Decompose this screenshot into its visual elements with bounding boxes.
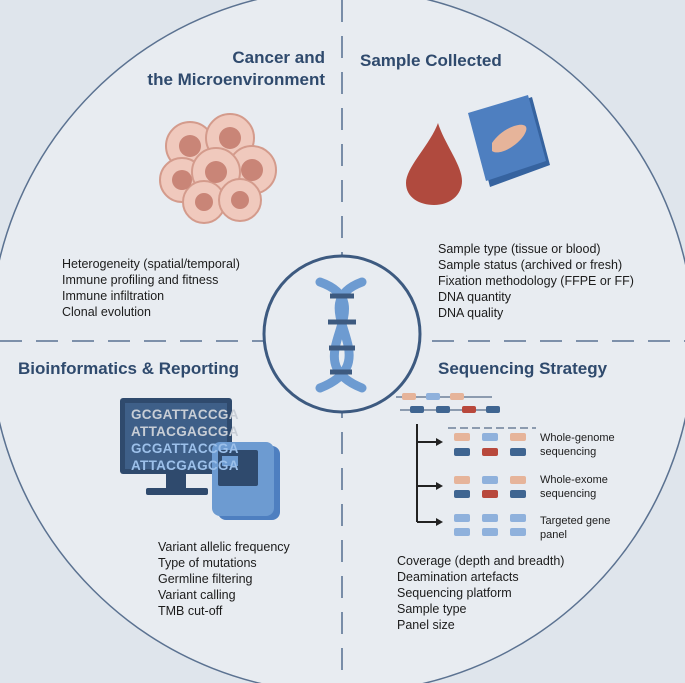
wgs-label-line2: sequencing [540,446,597,458]
list-item: Deamination artefacts [397,570,519,584]
list-item: Germline filtering [158,572,253,586]
list-item: Variant calling [158,588,236,602]
cancer-title: Cancer and the Microenvironment [120,47,325,91]
sequence-line: ATTACGAGCGA [131,424,239,439]
list-item: Heterogeneity (spatial/temporal) [62,257,240,271]
list-item: Sample type (tissue or blood) [438,242,601,256]
tree-arrow-icon [416,424,443,526]
sequencing-diagram [396,393,536,536]
sequencing-title: Sequencing Strategy [438,359,608,378]
wes-fragments [454,476,526,498]
cancer-title-line1: Cancer and [232,48,325,67]
cell-cluster-icon [159,113,277,224]
sample-illustration [406,95,550,205]
cancer-title-line2: the Microenvironment [147,70,325,89]
wgs-label: Whole-genome sequencing [540,431,615,459]
panel-fragments [454,514,526,536]
list-item: Clonal evolution [62,305,151,319]
computer-monitor-icon [120,398,280,520]
sequence-line: GCGATTACCGA [131,441,239,456]
list-item: Fixation methodology (FFPE or FF) [438,274,634,288]
bioinformatics-title: Bioinformatics & Reporting [18,359,240,378]
list-item: Sample status (archived or fresh) [438,258,623,272]
list-item: DNA quality [438,306,504,320]
list-item: Variant allelic frequency [158,540,290,554]
list-item: Type of mutations [158,556,257,570]
sequencing-list: Coverage (depth and breadth) Deamination… [397,553,564,633]
wes-label-line2: sequencing [540,488,597,500]
sample-title: Sample Collected [360,51,502,70]
list-item: Sample type [397,602,467,616]
panel-label-line2: panel [540,529,567,541]
genome-fragments [396,393,500,413]
list-item: Immune infiltration [62,289,165,303]
wes-label-line1: Whole-exome [540,474,608,486]
sample-list: Sample type (tissue or blood) Sample sta… [438,241,634,321]
blood-drop-icon [406,123,462,205]
wgs-fragments [448,427,536,456]
wes-label: Whole-exome sequencing [540,473,608,501]
wgs-label-line1: Whole-genome [540,432,615,444]
sequence-line: ATTACGAGCGA [131,458,239,473]
panel-label-line1: Targeted gene [540,515,611,527]
panel-label: Targeted gene panel [540,514,610,542]
tissue-slide-icon [468,95,550,187]
list-item: DNA quantity [438,290,511,304]
cancer-list: Heterogeneity (spatial/temporal) Immune … [62,256,240,320]
dna-helix-icon [315,277,367,393]
list-item: Sequencing platform [397,586,512,600]
list-item: Coverage (depth and breadth) [397,554,565,568]
bioinformatics-list: Variant allelic frequency Type of mutati… [158,539,290,619]
list-item: Panel size [397,618,455,632]
list-item: TMB cut-off [158,604,223,618]
sequence-line: GCGATTACCGA [131,407,239,422]
list-item: Immune profiling and fitness [62,273,219,287]
sequencer-icon [212,442,280,520]
